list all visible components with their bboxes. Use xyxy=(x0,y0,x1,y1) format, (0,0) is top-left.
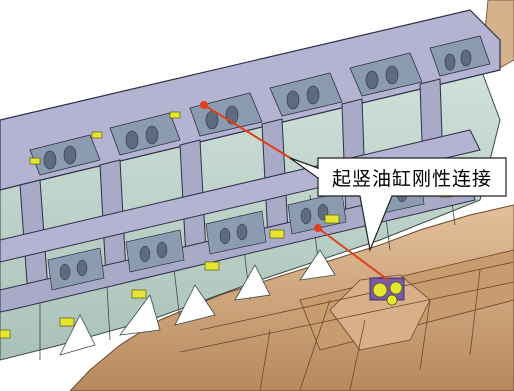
callout-box xyxy=(289,157,507,253)
callout-label: 起竖油缸刚性连接 xyxy=(331,167,492,190)
pointer-1 xyxy=(200,101,208,109)
cylinder-hinge xyxy=(369,277,405,306)
pointer-2 xyxy=(314,224,322,232)
